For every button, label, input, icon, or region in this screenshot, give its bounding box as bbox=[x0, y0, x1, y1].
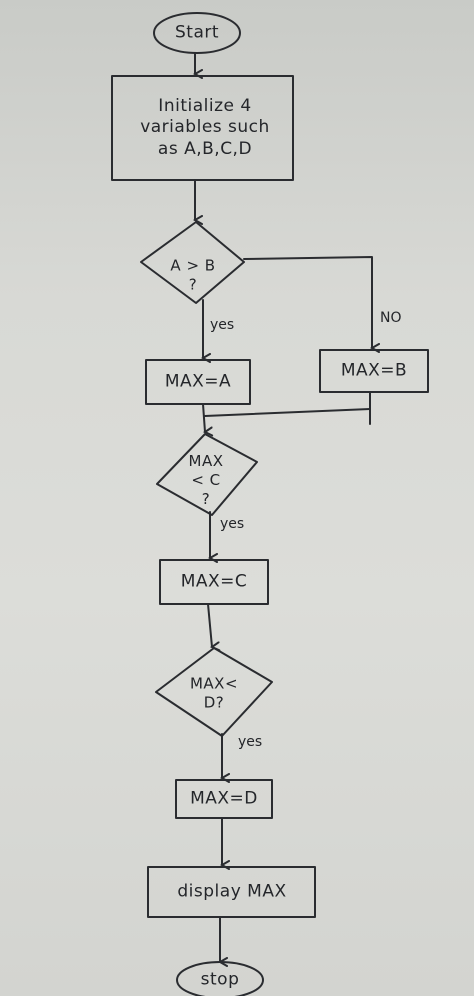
max-a-label: MAX=A bbox=[164, 371, 232, 392]
max-c-label: MAX=C bbox=[180, 571, 248, 592]
display-process bbox=[147, 866, 316, 918]
max-d-label: MAX=D bbox=[190, 788, 258, 809]
edge-label-d-yes: yes bbox=[238, 734, 263, 750]
stop-label: stop bbox=[200, 969, 240, 990]
max-d-process bbox=[175, 779, 273, 819]
init-label: Initialize 4 variables such as A,B,C,D bbox=[140, 96, 270, 159]
arrow-maxc-cond-d bbox=[207, 603, 212, 647]
stop-terminal bbox=[176, 961, 264, 996]
init-process bbox=[111, 75, 294, 181]
edge-label-ab-no: NO bbox=[380, 310, 402, 326]
decision-max-lt-c bbox=[156, 433, 258, 516]
arrow-merge-cond-c bbox=[202, 403, 205, 432]
max-b-process bbox=[319, 349, 429, 393]
start-terminal bbox=[153, 12, 241, 54]
max-b-label: MAX=B bbox=[340, 360, 408, 381]
start-label: Start bbox=[174, 22, 220, 43]
cond-ab-label: A > B ? bbox=[170, 256, 216, 293]
max-a-process bbox=[145, 359, 251, 405]
edge-label-c-yes: yes bbox=[220, 516, 245, 532]
display-label: display MAX bbox=[177, 881, 287, 902]
edge-label-ab-yes: yes bbox=[210, 317, 235, 333]
cond-c-label: MAX < C ? bbox=[188, 451, 224, 508]
decision-a-gt-b bbox=[140, 221, 245, 304]
cond-d-label: MAX< D? bbox=[189, 674, 239, 711]
merge-line bbox=[204, 408, 371, 417]
arrow-ab-no bbox=[243, 256, 372, 348]
max-c-process bbox=[159, 559, 269, 605]
